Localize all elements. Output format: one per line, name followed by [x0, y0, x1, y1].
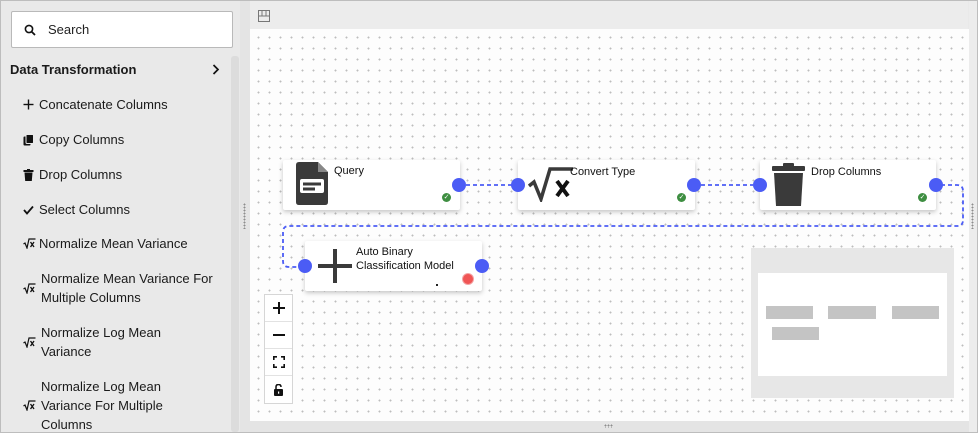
- copy-icon: [23, 133, 37, 146]
- zoom-out-icon: [272, 334, 285, 336]
- node-auto-binary-classification-model[interactable]: Auto Binary Classification Model: [305, 241, 482, 291]
- minimap-node: [892, 306, 939, 319]
- fit-view-icon: [272, 356, 285, 368]
- trash-icon: [772, 163, 805, 206]
- node-title: Auto Binary Classification Model: [356, 246, 454, 272]
- sqrt-x-icon: [528, 167, 573, 202]
- node-query[interactable]: Query ✓: [283, 160, 460, 210]
- node-title: Query: [334, 165, 364, 177]
- input-port[interactable]: [753, 178, 767, 192]
- grip-dots-icon[interactable]: [604, 424, 613, 428]
- output-port[interactable]: [475, 259, 489, 273]
- sqrt-x-icon: [23, 400, 37, 411]
- sidebar-item-label: Normalize Log Mean Variance: [41, 325, 161, 359]
- sidebar-item-copy-columns[interactable]: Copy Columns: [23, 130, 228, 149]
- sidebar-item-normalize-mean-variance[interactable]: Normalize Mean Variance: [23, 234, 228, 253]
- plus-icon: [318, 249, 352, 283]
- search-icon: [24, 24, 36, 36]
- grip-dots-icon[interactable]: [971, 203, 974, 229]
- chevron-right-icon: [212, 63, 220, 75]
- plus-icon: [23, 99, 37, 110]
- sidebar-item-label: Concatenate Columns: [39, 97, 168, 112]
- status-ok-icon: ✓: [677, 193, 686, 202]
- flow-canvas[interactable]: [250, 29, 969, 421]
- input-port[interactable]: [511, 178, 525, 192]
- status-error-icon: [463, 274, 473, 284]
- sidebar-item-normalize-log-mean-variance-multiple[interactable]: Normalize Log Mean Variance For Multiple…: [23, 377, 183, 432]
- node-convert-type[interactable]: Convert Type ✓: [518, 160, 695, 210]
- sidebar-scrollbar[interactable]: [231, 56, 239, 432]
- layout-toggle-icon[interactable]: [258, 10, 270, 22]
- trash-icon: [23, 168, 37, 181]
- minimap-node: [766, 306, 813, 319]
- zoom-in-icon: [272, 302, 285, 314]
- input-port[interactable]: [298, 259, 312, 273]
- status-ok-icon: ✓: [442, 193, 451, 202]
- canvas-toolbar: [250, 1, 968, 29]
- sidebar: Data Transformation Concatenate Columns …: [1, 1, 239, 432]
- grip-dots-icon[interactable]: [243, 203, 246, 229]
- lock-icon: [274, 383, 283, 396]
- output-port[interactable]: [929, 178, 943, 192]
- edge-drop-model[interactable]: [282, 184, 964, 268]
- sqrt-x-icon: [23, 282, 37, 294]
- zoom-out-button[interactable]: [265, 322, 292, 349]
- category-header[interactable]: Data Transformation: [10, 59, 220, 79]
- search-box[interactable]: [11, 11, 233, 48]
- sidebar-item-label: Normalize Log Mean Variance For Multiple…: [41, 379, 163, 432]
- fit-view-button[interactable]: [265, 349, 292, 376]
- sidebar-item-drop-columns[interactable]: Drop Columns: [23, 165, 228, 184]
- minimap-viewport[interactable]: [758, 273, 947, 376]
- status-ok-icon: ✓: [918, 193, 927, 202]
- minimap-node: [772, 327, 819, 340]
- sidebar-item-label: Normalize Mean Variance For Multiple Col…: [41, 271, 213, 305]
- node-title: Convert Type: [570, 166, 636, 178]
- sqrt-x-icon: [23, 336, 37, 348]
- sidebar-item-select-columns[interactable]: Select Columns: [23, 200, 228, 219]
- zoom-controls: [264, 294, 293, 404]
- search-input[interactable]: [48, 22, 208, 37]
- sidebar-item-normalize-mean-variance-multiple[interactable]: Normalize Mean Variance For Multiple Col…: [23, 269, 228, 307]
- check-icon: [23, 205, 37, 215]
- sidebar-item-label: Drop Columns: [39, 167, 123, 182]
- node-drop-columns[interactable]: Drop Columns ✓: [760, 160, 936, 210]
- sidebar-item-normalize-log-mean-variance[interactable]: Normalize Log Mean Variance: [23, 323, 183, 361]
- sqrt-x-icon: [23, 238, 37, 249]
- sidebar-item-label: Normalize Mean Variance: [39, 236, 188, 251]
- sidebar-item-label: Copy Columns: [39, 132, 125, 147]
- output-port[interactable]: [687, 178, 701, 192]
- node-title: Drop Columns: [811, 166, 882, 178]
- progress-dot: [436, 284, 438, 286]
- category-title: Data Transformation: [10, 61, 137, 77]
- output-port[interactable]: [452, 178, 466, 192]
- sidebar-item-concatenate-columns[interactable]: Concatenate Columns: [23, 95, 228, 114]
- minimap-node: [828, 306, 876, 319]
- document-icon: [296, 162, 328, 205]
- zoom-in-button[interactable]: [265, 295, 292, 322]
- sidebar-item-label: Select Columns: [39, 202, 131, 217]
- lock-button[interactable]: [265, 376, 292, 403]
